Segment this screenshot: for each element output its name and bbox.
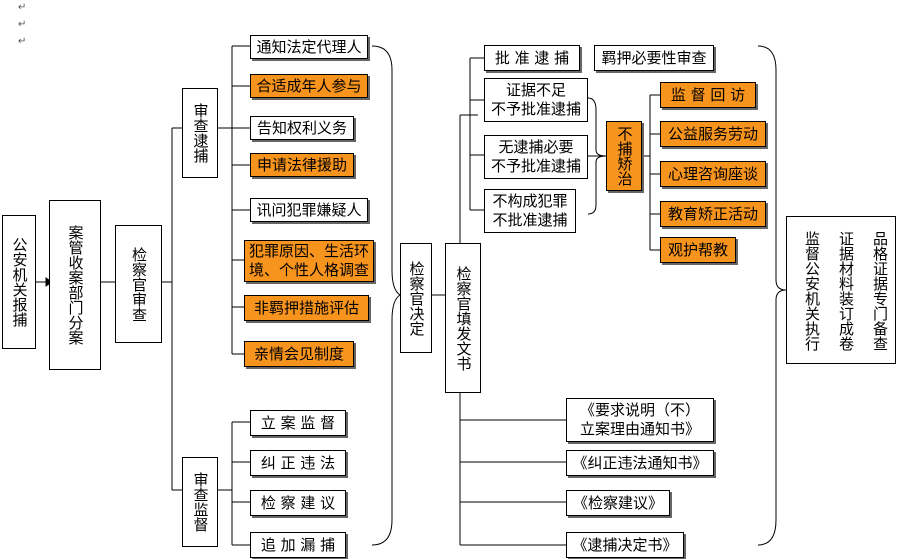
correction-item: 心理咨询座谈 [660, 161, 766, 187]
arrest-review: 审查逮捕 [182, 88, 218, 178]
document-item: 《检察建议》 [566, 490, 670, 516]
final-action: 监督公安机关执行 [803, 231, 821, 351]
correction-item: 教育矫正活动 [660, 201, 766, 227]
supervision-item: 检 察 建 议 [250, 490, 346, 516]
arrest-item: 犯罪原因、生活环境、个性人格调查 [244, 240, 374, 282]
supervision-item: 追 加 漏 捕 [250, 532, 346, 558]
final-action: 证据材料装订成卷 [837, 231, 855, 351]
prosecutor-review: 检察官审查 [115, 225, 162, 343]
correction-item: 监 督 回 访 [660, 82, 756, 108]
arrest-item: 非羁押措施评估 [244, 295, 369, 321]
detention-necessity-review: 羁押必要性审查 [594, 45, 714, 71]
arrest-item: 亲情会见制度 [244, 341, 354, 367]
supervision-item: 纠 正 违 法 [250, 450, 346, 476]
non-arrest-correction: 不捕矫治 [606, 121, 642, 191]
not-approve-item: 证据不足 不予批准逮捕 [484, 78, 588, 122]
paragraph-mark: ↵ [18, 19, 27, 30]
paragraph-mark: ↵ [18, 2, 27, 13]
supervision-item: 立 案 监 督 [250, 410, 346, 436]
supervision-review: 审查监督 [182, 457, 218, 547]
document-item: 《逮捕决定书》 [566, 532, 684, 558]
document-item: 《纠正违法通知书》 [566, 450, 714, 476]
not-approve-item: 不构成犯罪 不批准逮捕 [484, 189, 576, 233]
arrest-item: 合适成年人参与 [250, 74, 368, 98]
not-approve-item: 无逮捕必要 不予批准逮捕 [484, 135, 588, 179]
arrest-item: 告知权利义务 [250, 116, 354, 140]
case-intake-department: 案管收案部门分案 [49, 200, 101, 370]
approve-arrest: 批 准 逮 捕 [484, 45, 580, 71]
arrest-item: 申请法律援助 [250, 153, 354, 177]
paragraph-mark: ↵ [18, 36, 27, 47]
prosecutor-decision: 检察官决定 [400, 243, 432, 353]
document-item: 《要求说明（不） 立案理由通知书》 [566, 398, 714, 442]
arrest-item: 通知法定代理人 [250, 35, 368, 59]
correction-item: 公益服务劳动 [660, 121, 766, 147]
final-actions-box: 品格证据专门备查 证据材料装订成卷 监督公安机关执行 [786, 216, 896, 364]
correction-item: 观护帮教 [660, 237, 736, 263]
police-arrest-request: 公安机关报捕 [2, 215, 36, 349]
final-action: 品格证据专门备查 [871, 231, 889, 351]
arrest-item: 讯问犯罪嫌疑人 [250, 198, 368, 222]
prosecutor-documents: 检察官填发文书 [445, 243, 481, 393]
